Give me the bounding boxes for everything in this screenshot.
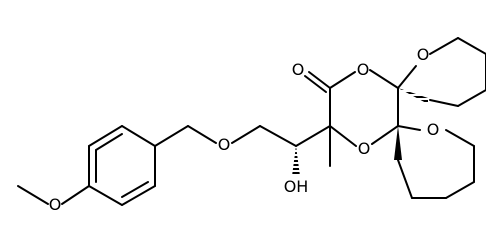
- atom-hydroxyl: OH: [284, 177, 309, 196]
- atom-o-ring-bottom: O: [358, 139, 371, 158]
- benzyl-ether-chain: [154, 125, 297, 147]
- atom-o-thp-top: O: [417, 45, 430, 64]
- atom-o-aryl-ether: O: [49, 195, 62, 214]
- thp-ring-top: [397, 37, 486, 107]
- hydroxyl-stereocenter: [292, 125, 331, 176]
- atom-o-benzyl-ether: O: [218, 135, 231, 154]
- chemical-structure-diagram: O O O O O O O OH: [17, 37, 486, 214]
- atom-o-ring-top: O: [357, 60, 370, 79]
- dioxanone-ring: [304, 69, 399, 147]
- atom-o-thp-bottom: O: [427, 120, 440, 139]
- atom-o-carbonyl: O: [292, 60, 305, 79]
- benzene-ring: [88, 125, 156, 206]
- thp-ring-bottom: [394, 125, 475, 199]
- methoxy-group: [17, 185, 90, 205]
